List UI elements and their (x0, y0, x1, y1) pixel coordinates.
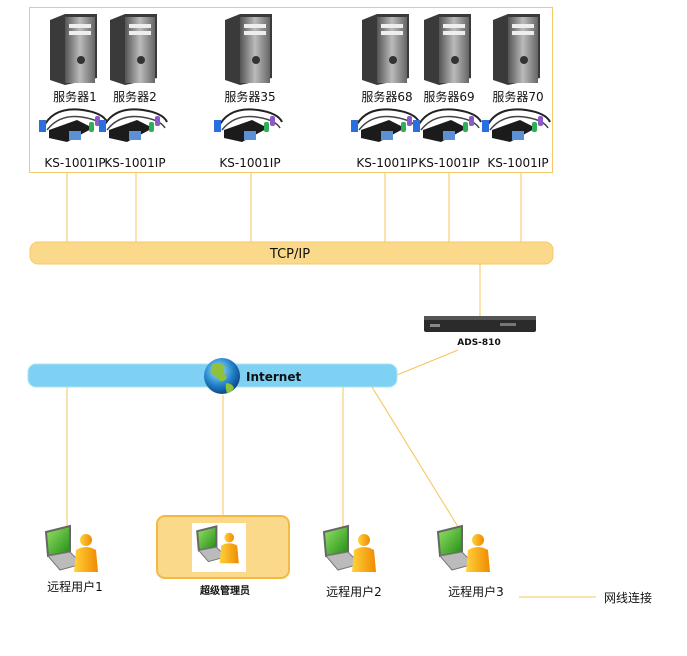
server-tower-icon (493, 14, 540, 85)
globe-icon (204, 358, 240, 394)
user-label: 远程用户3 (448, 584, 504, 599)
kvm-module-icon (482, 108, 551, 142)
laptop-user-icon (322, 524, 376, 572)
remote-user-1[interactable]: 远程用户1 (44, 524, 103, 594)
kvm-module-icon (214, 108, 283, 142)
user-label: 超级管理员 (199, 584, 250, 597)
kvm-model-label: KS-1001IP (219, 156, 280, 170)
server-name: 服务器69 (423, 89, 474, 104)
internet-label: Internet (246, 370, 301, 384)
laptop-user-icon (436, 524, 490, 572)
server-name: 服务器70 (492, 89, 543, 104)
kvm-module-icon (351, 108, 420, 142)
tcp-ip-label: TCP/IP (269, 247, 310, 262)
super-admin[interactable]: 超级管理员 (196, 525, 250, 597)
server-tower-icon (362, 14, 409, 85)
server-name: 服务器2 (113, 89, 157, 104)
server-tower-icon (110, 14, 157, 85)
kvm-model-label: KS-1001IP (487, 156, 548, 170)
ads-810-device-icon (424, 316, 536, 332)
cable-user3 (371, 386, 461, 531)
user-label: 远程用户1 (47, 579, 103, 594)
admin-workstation-icon (196, 525, 239, 564)
user-label: 远程用户2 (326, 584, 382, 599)
ads-810-label: ADS-810 (457, 338, 500, 348)
legend-label: 网线连接 (604, 590, 652, 605)
kvm-model-label: KS-1001IP (44, 156, 105, 170)
kvm-module-icon (99, 108, 168, 142)
remote-user-3[interactable]: 远程用户3 (436, 524, 504, 599)
kvm-model-label: KS-1001IP (356, 156, 417, 170)
server-name: 服务器1 (53, 89, 97, 104)
server-tower-icon (50, 14, 97, 85)
remote-user-2[interactable]: 远程用户2 (322, 524, 382, 599)
server-tower-icon (225, 14, 272, 85)
cable-ads-internet (396, 349, 459, 376)
server-name: 服务器68 (361, 89, 412, 104)
server-tower-icon (424, 14, 471, 85)
network-cables (66, 173, 596, 598)
kvm-model-label: KS-1001IP (418, 156, 479, 170)
kvm-module-icon (39, 108, 108, 142)
laptop-user-icon (44, 524, 98, 572)
server-name: 服务器35 (224, 89, 275, 104)
kvm-module-icon (413, 108, 482, 142)
kvm-model-label: KS-1001IP (104, 156, 165, 170)
tcp-ip-bar (29, 241, 554, 265)
